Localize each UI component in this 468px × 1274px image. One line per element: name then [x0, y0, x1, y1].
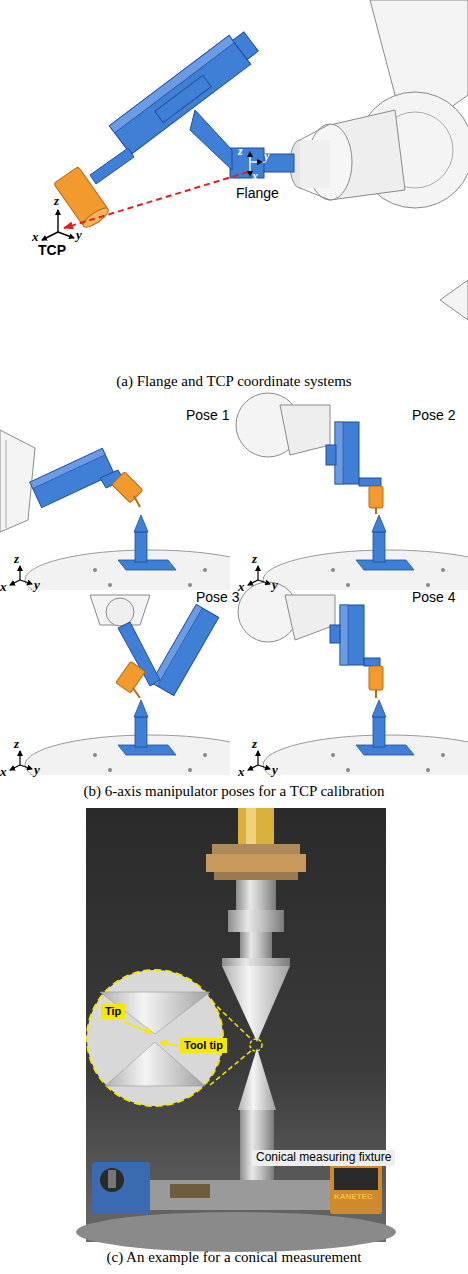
photo — [76, 808, 396, 1252]
axis-label: x — [252, 170, 258, 183]
tool-tip-cylinder — [54, 166, 111, 230]
robot-pose — [238, 582, 383, 698]
node-text: Tip — [105, 1005, 121, 1018]
axis-label: y — [272, 763, 278, 777]
axis-label: z — [252, 552, 257, 566]
axis-label: z — [54, 194, 59, 208]
pose-label: Pose 3 — [196, 590, 240, 605]
axis-label: z — [238, 145, 243, 158]
node-text: Conical measuring fixture — [256, 1151, 391, 1165]
tcp-axes — [42, 210, 74, 240]
frame-label: TCP — [38, 243, 66, 258]
axis-label: z — [252, 737, 257, 751]
axis-label: y — [272, 578, 278, 592]
robot-pose — [236, 393, 383, 514]
pose-label: Pose 4 — [412, 590, 456, 605]
robot-pose — [90, 595, 219, 698]
axis-label: y — [34, 578, 40, 592]
axis-label: y — [76, 228, 82, 242]
brand-text: KANETEC — [334, 1193, 373, 1202]
axis-label: y — [264, 150, 269, 163]
callout-box: Tool tip — [180, 1038, 227, 1053]
caption: (b) 6-axis manipulator poses for a TCP c… — [0, 783, 468, 800]
axis-label: x — [238, 580, 245, 594]
robot-arm — [290, 0, 468, 320]
axis-label: z — [14, 737, 19, 751]
axis-label: y — [34, 763, 40, 777]
pose-axes — [10, 566, 270, 770]
caption: (c) An example for a conical measurement — [0, 1249, 468, 1266]
node-text: Tool tip — [184, 1039, 223, 1052]
axis-label: x — [0, 580, 7, 594]
pose-label: Pose 1 — [186, 408, 230, 423]
robot-pose — [0, 430, 143, 532]
axis-label: z — [14, 552, 19, 566]
offset-arrow — [64, 172, 248, 228]
fixture-label: Conical measuring fixture — [252, 1150, 395, 1166]
caption: (a) Flange and TCP coordinate systems — [0, 373, 468, 390]
tool-body — [90, 27, 294, 184]
axis-label: x — [238, 765, 245, 779]
axis-label: x — [32, 230, 39, 244]
pose-label: Pose 2 — [412, 408, 456, 423]
frame-label: Flange — [236, 186, 279, 201]
axis-label: x — [0, 765, 7, 779]
callout-box: Tip — [101, 1004, 125, 1019]
